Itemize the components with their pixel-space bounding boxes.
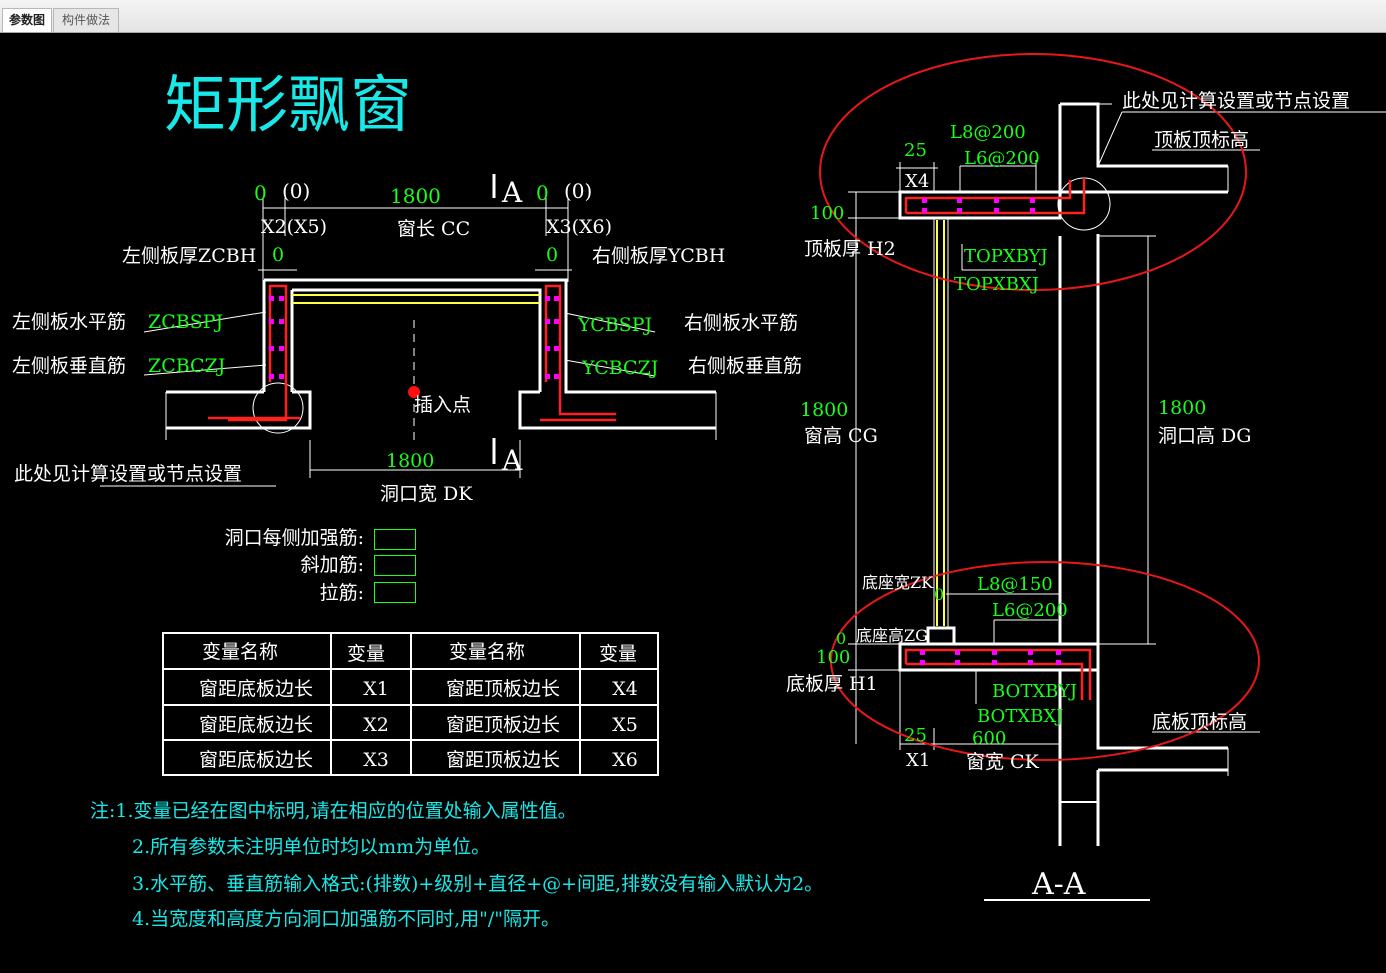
top-slab-thickness-label: 顶板厚 H2 <box>804 238 896 260</box>
window-width-value: 600 <box>972 728 1006 749</box>
left-horizontal-bar-label: 左侧板水平筋 <box>12 311 126 333</box>
bottom-dim-25: 25 <box>904 725 927 746</box>
right-horizontal-bar-code: YCBSPJ <box>577 314 652 336</box>
top-slab-elevation-label: 顶板顶标高 <box>1154 129 1249 151</box>
left-thickness-value: 0 <box>272 244 284 266</box>
plan-stirrup-dots <box>269 296 559 379</box>
insert-point-marker <box>408 386 420 398</box>
table-cell: X1 <box>363 678 389 700</box>
left-vertical-bar-code: ZCBCZJ <box>148 355 225 377</box>
x3-label: X3(X6) <box>546 216 612 238</box>
base-height-value: 0 <box>836 629 846 648</box>
table-header: 变量名称 <box>449 641 525 663</box>
base-width-value: 0 <box>934 585 944 604</box>
bottom-slab-elevation-label: 底板顶标高 <box>1152 711 1247 733</box>
callout-ellipse-top <box>819 53 1247 291</box>
section-stirrup-dots <box>920 198 1061 665</box>
plan-node-note: 此处见计算设置或节点设置 <box>14 463 242 485</box>
diagonal-bar-input[interactable] <box>374 555 416 576</box>
right-thickness-value: 0 <box>546 244 558 266</box>
drawing-canvas: 矩形飘窗 <box>0 33 1386 969</box>
table-cell: 窗距底板边长 <box>199 749 313 771</box>
x3-value: 0 <box>536 181 549 205</box>
table-cell: 窗距顶板边长 <box>446 749 560 771</box>
section-view <box>848 102 1386 901</box>
table-cell: 窗距顶板边长 <box>446 678 560 700</box>
table-cell: X2 <box>363 714 389 736</box>
table-cell: X3 <box>363 749 389 771</box>
botxbxj-code: BOTXBXJ <box>977 706 1063 727</box>
table-header: 变量 <box>347 643 385 665</box>
bottom-l6-bar: L6@200 <box>992 600 1068 621</box>
x6-value: (0) <box>564 179 592 203</box>
top-l8-bar: L8@200 <box>950 122 1026 143</box>
note-3: 3.水平筋、垂直筋输入格式:(排数)+级别+直径+@+间距,排数没有输入默认为2… <box>132 873 823 895</box>
section-mark-top: A <box>501 176 523 209</box>
section-rebar <box>904 178 1092 700</box>
note-2: 2.所有参数未注明单位时均以mm为单位。 <box>132 836 490 858</box>
top-dim-100: 100 <box>810 203 844 224</box>
cad-drawing: 矩形飘窗 <box>12 53 1386 930</box>
drawing-title: 矩形飘窗 <box>164 68 412 141</box>
opening-height-value: 1800 <box>1158 397 1206 419</box>
section-title: A-A <box>1031 867 1086 902</box>
base-height-label: 底座高ZG <box>856 626 928 645</box>
table-cell: X6 <box>612 749 638 771</box>
table-header: 变量 <box>599 643 637 665</box>
variable-table-grid <box>162 632 659 776</box>
botxbyj-code: BOTXBYJ <box>992 681 1077 702</box>
window-length-label: 窗长 CC <box>397 218 470 240</box>
table-cell: 窗距顶板边长 <box>446 714 560 736</box>
opening-width-label: 洞口宽 DK <box>380 483 473 505</box>
note-1: 注:1.变量已经在图中标明,请在相应的位置处输入属性值。 <box>90 800 577 822</box>
top-dim-25: 25 <box>904 140 927 161</box>
window-height-label: 窗高 CG <box>804 425 878 447</box>
table-cell: X4 <box>612 678 638 700</box>
right-thickness-label: 右侧板厚YCBH <box>592 245 725 267</box>
tie-bar-input[interactable] <box>374 582 416 603</box>
right-vertical-bar-code: YCBCZJ <box>581 357 658 379</box>
bottom-slab-thickness-label: 底板厚 H1 <box>786 673 878 695</box>
topxbyj-code: TOPXBYJ <box>964 246 1048 267</box>
opening-width-value: 1800 <box>386 450 434 472</box>
variable-table: 变量名称 变量 变量名称 变量 窗距底板边长 X1 窗距顶板边长 X4 窗距底板… <box>199 641 638 771</box>
right-vertical-bar-label: 右侧板垂直筋 <box>688 355 802 377</box>
table-cell: X5 <box>612 714 638 736</box>
insert-point-label: 插入点 <box>414 394 471 416</box>
left-vertical-bar-label: 左侧板垂直筋 <box>12 355 126 377</box>
right-horizontal-bar-label: 右侧板水平筋 <box>684 312 798 334</box>
plan-view <box>100 174 717 487</box>
callout-ellipse-bottom <box>830 561 1260 761</box>
window-width-label: 窗宽 CK <box>966 751 1040 773</box>
x1-label: X1 <box>906 750 930 771</box>
x4-label: X4 <box>905 171 929 192</box>
table-cell: 窗距底板边长 <box>199 678 313 700</box>
x5-value: (0) <box>282 179 310 203</box>
tab-parameter-diagram[interactable]: 参数图 <box>2 8 52 32</box>
opening-reinforcement-input[interactable] <box>374 529 416 550</box>
bottom-dim-100: 100 <box>816 647 850 668</box>
tab-component-method[interactable]: 构件做法 <box>53 8 119 32</box>
tie-bar-label: 拉筋: <box>320 582 364 604</box>
left-thickness-label: 左侧板厚ZCBH <box>122 245 256 267</box>
window-length-value: 1800 <box>390 184 441 208</box>
x2-value: 0 <box>254 181 267 205</box>
base-width-label: 底座宽ZK <box>862 573 934 592</box>
table-header: 变量名称 <box>202 641 278 663</box>
diagonal-bar-label: 斜加筋: <box>301 554 364 576</box>
section-mark-bottom: A <box>501 444 523 477</box>
top-l6-bar: L6@200 <box>964 148 1040 169</box>
tab-bar: 参数图 构件做法 <box>0 0 1386 33</box>
x2-label: X2(X5) <box>261 216 327 238</box>
plan-rebar <box>208 284 616 422</box>
bottom-l8-bar: L8@150 <box>977 574 1053 595</box>
note-4: 4.当宽度和高度方向洞口加强筋不同时,用"/"隔开。 <box>132 908 560 930</box>
window-height-value: 1800 <box>800 399 848 421</box>
section-node-note: 此处见计算设置或节点设置 <box>1122 90 1350 112</box>
table-cell: 窗距底板边长 <box>199 714 313 736</box>
left-horizontal-bar-code: ZCBSPJ <box>148 311 223 333</box>
topxbxj-code: TOPXBXJ <box>954 274 1039 295</box>
opening-reinforcement-label: 洞口每侧加强筋: <box>225 527 364 549</box>
opening-height-label: 洞口高 DG <box>1158 425 1251 447</box>
